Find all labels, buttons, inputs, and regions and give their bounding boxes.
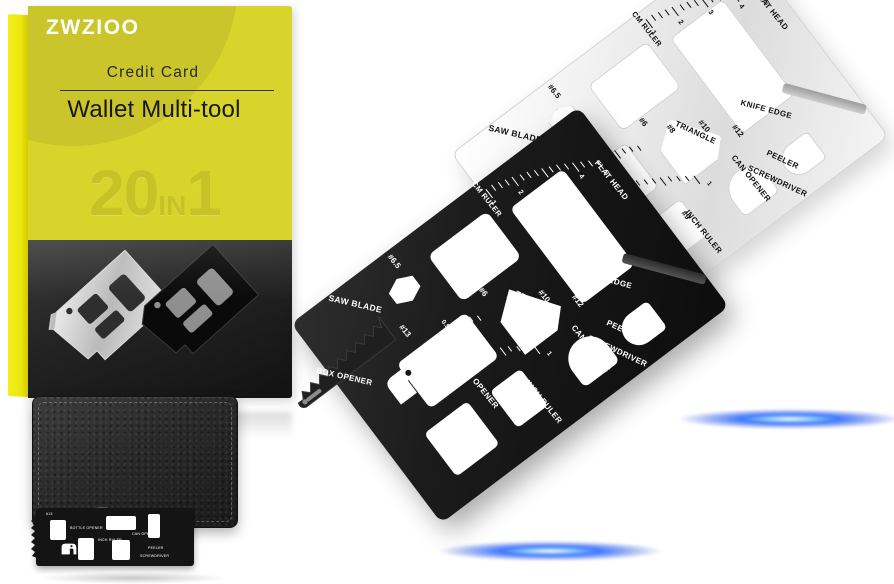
wallet-card-label-can-opener: CAN OPENER <box>132 532 158 536</box>
wallet-card-label-peeler: PEELER <box>148 546 164 550</box>
package-count-badge: 20IN1 <box>28 161 282 225</box>
leather-wallet-group: #13 BOTTLE OPENER #11 INCH RULER CAN OPE… <box>31 396 242 584</box>
wallet-card-label-11: #11 <box>82 544 89 548</box>
wallet-card-cutout <box>106 516 136 530</box>
package-tagline-main: Wallet Multi-tool <box>67 96 241 123</box>
wallet-card-cutout <box>78 538 94 560</box>
wallet-card-cutout <box>148 514 160 538</box>
wallet-inserted-tool-card: #13 BOTTLE OPENER #11 INCH RULER CAN OPE… <box>26 508 198 572</box>
wallet-card-label-bottle-opener: BOTTLE OPENER <box>70 526 103 530</box>
wallet-card-cutout <box>50 520 66 540</box>
wallet-card-label-screwdriver: SCREWDRIVER <box>140 554 170 558</box>
wallet-card-saw-edge <box>31 514 37 558</box>
count-in-word: IN <box>158 190 187 221</box>
count-one: 1 <box>186 157 222 229</box>
package-divider-rule <box>60 90 274 92</box>
wallet-card-body: #13 BOTTLE OPENER #11 INCH RULER CAN OPE… <box>36 508 194 566</box>
silver-card-blue-glow <box>640 406 894 432</box>
multitool-card-black: SAW BLADE BOX OPENER #6.5 #13 BOTTLE OPE… <box>291 106 729 524</box>
box-photo-panel <box>28 240 292 398</box>
elephant-logo-icon <box>61 543 77 555</box>
black-card-blue-glow <box>400 538 700 564</box>
package-tagline-small: Credit Card <box>106 64 200 81</box>
box-front-face: ZWZIOO Credit Card Wallet Multi-tool 20I… <box>28 6 292 398</box>
wallet-card-cutout <box>112 540 130 560</box>
wallet-stitching <box>38 402 232 522</box>
product-package-box: ZWZIOO Credit Card Wallet Multi-tool 20I… <box>8 6 296 438</box>
box-spine-edge <box>8 14 30 398</box>
box-art-black-card <box>141 243 260 355</box>
wallet-card-label-inch-ruler: INCH RULER <box>98 538 122 542</box>
elephant-logo-icon <box>387 363 432 405</box>
wallet-card-label-13: #13 <box>46 512 53 516</box>
brand-logo-text: ZWZIOO <box>46 16 140 39</box>
black-saw-blade-icon <box>297 315 397 409</box>
wallet-drop-shadow <box>38 572 228 584</box>
count-number: 20 <box>89 157 159 229</box>
